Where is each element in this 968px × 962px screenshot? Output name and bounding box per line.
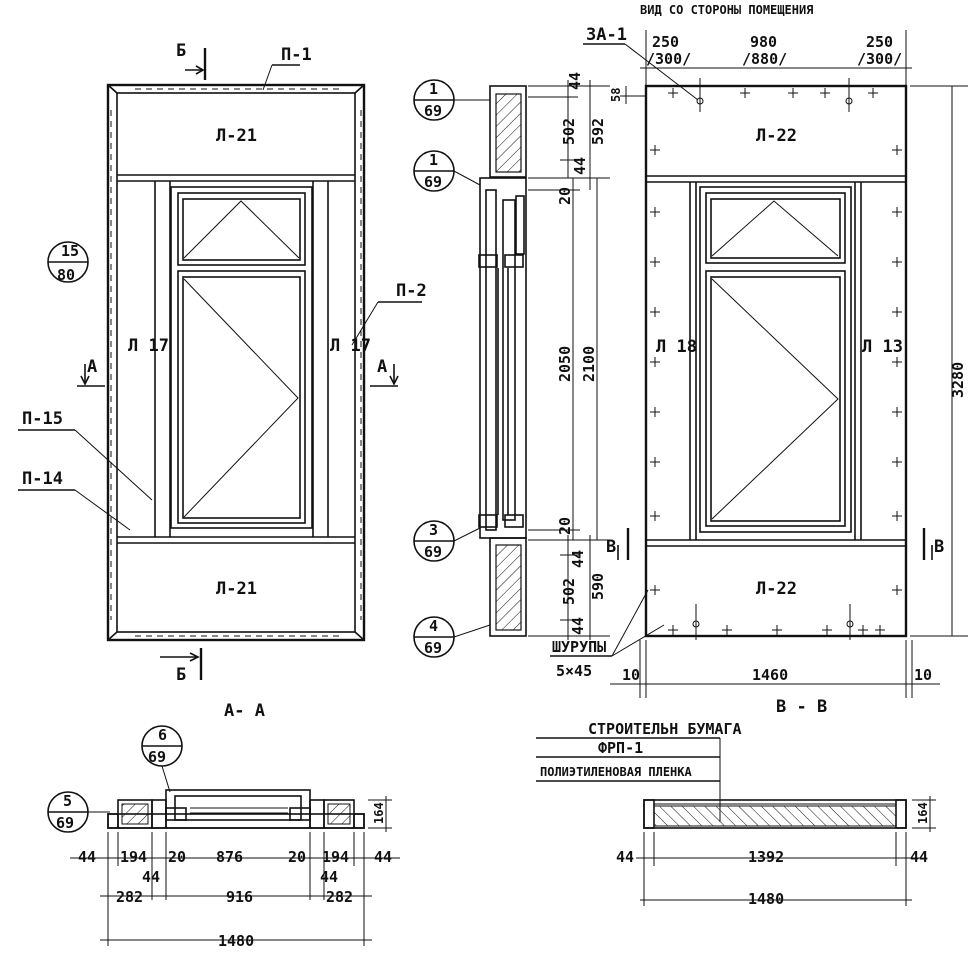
section-aa-title: А- А bbox=[224, 701, 265, 721]
material-paper: СТРОИТЕЛЬН БУМАГА bbox=[588, 720, 742, 738]
dim-502b: 502 bbox=[560, 578, 578, 605]
board-label-bottom: Л-21 bbox=[216, 579, 257, 599]
bb-dim-1480: 1480 bbox=[748, 890, 784, 908]
aa-dim-44d: 44 bbox=[320, 868, 338, 886]
side-dims: 44 502 592 44 20 2050 2100 20 44 502 590… bbox=[424, 72, 607, 657]
panel-label-p2: П-2 bbox=[396, 281, 427, 301]
cut-label-a-left: А bbox=[87, 357, 97, 377]
panel-label-p1: П-1 bbox=[281, 45, 312, 65]
dim-300-left: /300/ bbox=[646, 50, 691, 68]
board-label-bottom-rear: Л-22 bbox=[756, 579, 797, 599]
cut-label-a-right: А bbox=[377, 357, 387, 377]
aa-dim-44c: 44 bbox=[142, 868, 160, 886]
material-frp: ФРП-1 bbox=[598, 739, 643, 757]
bb-dim-44-right: 44 bbox=[910, 848, 928, 866]
dim-20b: 20 bbox=[556, 517, 574, 535]
front-view bbox=[18, 48, 422, 680]
jamb-label-left-rear: Л 18 bbox=[656, 337, 697, 357]
ref1-numerator: 1 bbox=[429, 80, 438, 98]
jamb-label-left: Л 17 bbox=[128, 336, 169, 356]
material-film: ПОЛИЭТИЛЕНОВАЯ ПЛЕНКА bbox=[540, 765, 692, 779]
aa-dim-20b: 20 bbox=[288, 848, 306, 866]
ref-numerator: 15 bbox=[61, 242, 79, 260]
aa-dim-876: 876 bbox=[216, 848, 243, 866]
rear-labels: ВИД СО СТОРОНЫ ПОМЕЩЕНИЯ ЗА-1 250 /300/ … bbox=[552, 3, 967, 684]
dim-20a: 20 bbox=[556, 187, 574, 205]
ref2-numerator: 1 bbox=[429, 151, 438, 169]
section-bb-title: В - В bbox=[776, 697, 827, 717]
ref1-denominator: 69 bbox=[424, 102, 442, 120]
bb-labels: В - В СТРОИТЕЛЬН БУМАГА ФРП-1 ПОЛИЭТИЛЕН… bbox=[540, 697, 930, 908]
dim-250-left: 250 bbox=[652, 33, 679, 51]
side-section bbox=[413, 79, 610, 658]
ref3-numerator: 3 bbox=[429, 521, 438, 539]
aa-dim-194b: 194 bbox=[322, 848, 349, 866]
section-bb bbox=[536, 737, 936, 906]
aa-dim-282b: 282 bbox=[326, 888, 353, 906]
bb-dim-1392: 1392 bbox=[748, 848, 784, 866]
cut-label-b-right: В bbox=[934, 537, 944, 557]
ref4-numerator: 4 bbox=[429, 617, 438, 635]
jamb-label-right-rear: Л 13 bbox=[862, 337, 903, 357]
dim-300-right: /300/ bbox=[857, 50, 902, 68]
view-title: ВИД СО СТОРОНЫ ПОМЕЩЕНИЯ bbox=[640, 3, 813, 17]
dim-44a: 44 bbox=[566, 72, 584, 90]
cut-label-top: Б bbox=[176, 41, 186, 61]
bb-dim-44-left: 44 bbox=[616, 848, 634, 866]
dim-2050: 2050 bbox=[556, 346, 574, 382]
ref-denominator: 80 bbox=[57, 266, 75, 284]
dim-1460: 1460 bbox=[752, 666, 788, 684]
aa-labels: А- А 6 69 5 69 164 44 194 20 876 20 194 … bbox=[56, 701, 392, 950]
aa-dim-1480: 1480 bbox=[218, 932, 254, 950]
aa-dim-916: 916 bbox=[226, 888, 253, 906]
ref6-numerator: 6 bbox=[158, 726, 167, 744]
board-label-top: Л-21 bbox=[216, 126, 257, 146]
ref2-denominator: 69 bbox=[424, 173, 442, 191]
aa-dim-194a: 194 bbox=[120, 848, 147, 866]
jamb-label-right: Л 17 bbox=[330, 336, 371, 356]
dim-10-left: 10 bbox=[622, 666, 640, 684]
bb-dim-164: 164 bbox=[916, 802, 930, 824]
section-aa bbox=[47, 725, 400, 946]
aa-dim-20a: 20 bbox=[168, 848, 186, 866]
ref5-numerator: 5 bbox=[63, 792, 72, 810]
dim-58: 58 bbox=[609, 88, 623, 102]
dim-592: 592 bbox=[589, 118, 607, 145]
aa-dim-44b: 44 bbox=[374, 848, 392, 866]
dim-590: 590 bbox=[589, 573, 607, 600]
ref5-denominator: 69 bbox=[56, 814, 74, 832]
cut-label-bottom: Б bbox=[176, 665, 186, 685]
dim-3280: 3280 bbox=[949, 362, 967, 398]
dim-502a: 502 bbox=[560, 118, 578, 145]
dim-44b: 44 bbox=[571, 157, 589, 175]
ref4-denominator: 69 bbox=[424, 639, 442, 657]
board-label-top-rear: Л-22 bbox=[756, 126, 797, 146]
dim-880: /880/ bbox=[742, 50, 787, 68]
panel-label-p15: П-15 bbox=[22, 409, 63, 429]
ref3-denominator: 69 bbox=[424, 543, 442, 561]
rear-view bbox=[550, 30, 968, 698]
screws-size: 5×45 bbox=[556, 662, 592, 680]
aa-dim-164: 164 bbox=[372, 802, 386, 824]
dim-44d: 44 bbox=[569, 617, 587, 635]
dim-10-right: 10 bbox=[914, 666, 932, 684]
aa-dim-282a: 282 bbox=[116, 888, 143, 906]
dim-44c: 44 bbox=[569, 550, 587, 568]
dim-2100: 2100 bbox=[580, 346, 598, 382]
ref6-denominator: 69 bbox=[148, 748, 166, 766]
dim-250-right: 250 bbox=[866, 33, 893, 51]
dim-980: 980 bbox=[750, 33, 777, 51]
front-labels: Б Б А А П-1 П-2 П-15 П-14 Л-21 Л-21 Л 17… bbox=[22, 41, 427, 685]
za-label: ЗА-1 bbox=[586, 25, 627, 45]
panel-label-p14: П-14 bbox=[22, 469, 63, 489]
screws-label: ШУРУПЫ bbox=[552, 638, 606, 656]
aa-dim-44a: 44 bbox=[78, 848, 96, 866]
cut-label-b-left: В bbox=[606, 537, 616, 557]
